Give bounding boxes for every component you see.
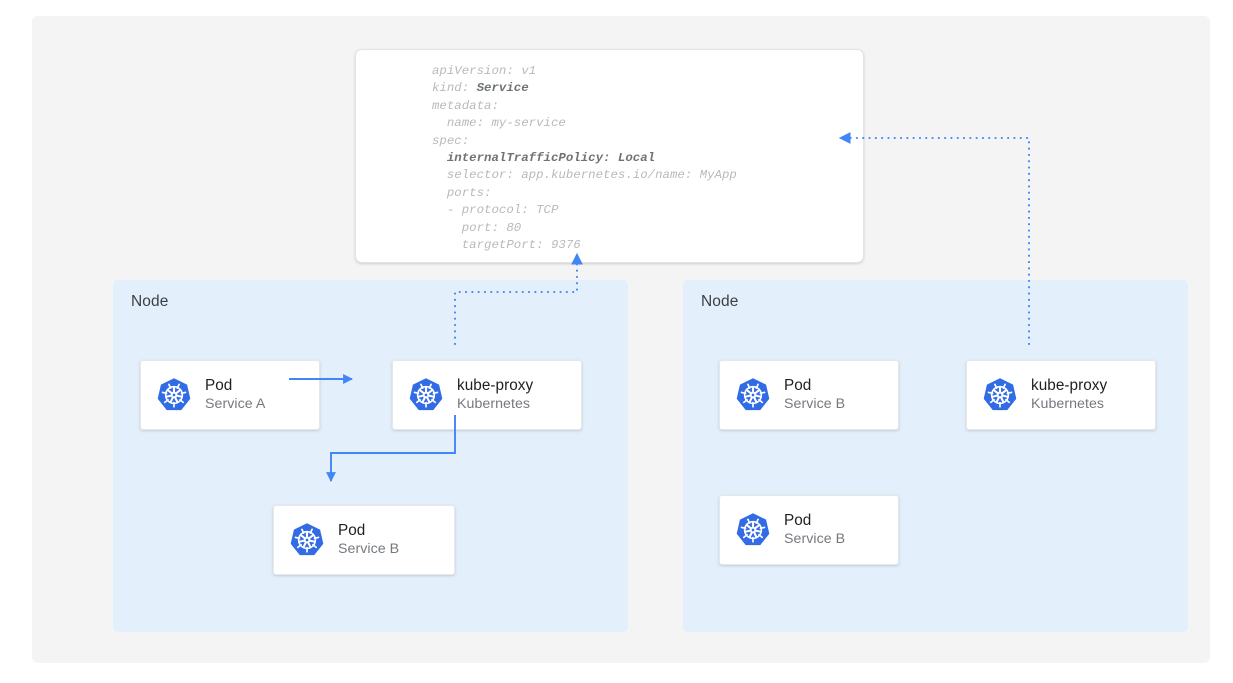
- manifest-line: name: my-service: [432, 116, 566, 131]
- node-container-left: Node: [113, 280, 628, 632]
- card-subtitle: Kubernetes: [1031, 396, 1105, 412]
- manifest-line: port: 80: [432, 220, 522, 235]
- node-label: Node: [131, 293, 169, 310]
- card-subtitle: Kubernetes: [457, 396, 531, 412]
- card-pod-service-b-right-top[interactable]: Pod Service B: [719, 360, 899, 430]
- card-subtitle: Service B: [338, 541, 400, 557]
- kubernetes-icon: [407, 376, 445, 414]
- node-container-right: Node: [683, 280, 1188, 632]
- card-pod-service-a[interactable]: Pod Service A: [140, 360, 320, 430]
- manifest-line: metadata:: [432, 98, 499, 113]
- node-label: Node: [701, 293, 739, 310]
- card-subtitle: Service B: [784, 396, 846, 412]
- card-title: Pod: [784, 512, 812, 529]
- card-title: Pod: [784, 377, 812, 394]
- card-title: Pod: [338, 522, 366, 539]
- manifest-line: spec:: [432, 133, 470, 148]
- card-title: Pod: [205, 377, 233, 394]
- manifest-line: selector: app.kubernetes.io/name: MyApp: [432, 168, 737, 183]
- card-title: kube-proxy: [1031, 377, 1108, 394]
- kubernetes-icon: [981, 376, 1019, 414]
- service-manifest-card: apiVersion: v1 kind: Service metadata: nam…: [355, 49, 864, 263]
- card-pod-service-b-right-bottom[interactable]: Pod Service B: [719, 495, 899, 565]
- kubernetes-icon: [734, 376, 772, 414]
- card-pod-service-b-left[interactable]: Pod Service B: [273, 505, 455, 575]
- card-title: kube-proxy: [457, 377, 534, 394]
- kubernetes-icon: [288, 521, 326, 559]
- card-kube-proxy-right[interactable]: kube-proxy Kubernetes: [966, 360, 1156, 430]
- card-kube-proxy-left[interactable]: kube-proxy Kubernetes: [392, 360, 582, 430]
- manifest-line: internalTrafficPolicy: Local: [432, 150, 656, 165]
- manifest-line: - protocol: TCP: [432, 203, 559, 218]
- service-manifest-code: apiVersion: v1 kind: Service metadata: nam…: [432, 63, 737, 254]
- kubernetes-icon: [155, 376, 193, 414]
- manifest-line: kind: Service: [432, 81, 529, 96]
- card-subtitle: Service A: [205, 396, 266, 412]
- diagram-canvas: apiVersion: v1 kind: Service metadata: nam…: [32, 16, 1210, 663]
- manifest-line: ports:: [432, 185, 492, 200]
- manifest-line: targetPort: 9376: [432, 237, 581, 252]
- card-subtitle: Service B: [784, 531, 846, 547]
- kubernetes-icon: [734, 511, 772, 549]
- manifest-line: apiVersion: v1: [432, 64, 537, 78]
